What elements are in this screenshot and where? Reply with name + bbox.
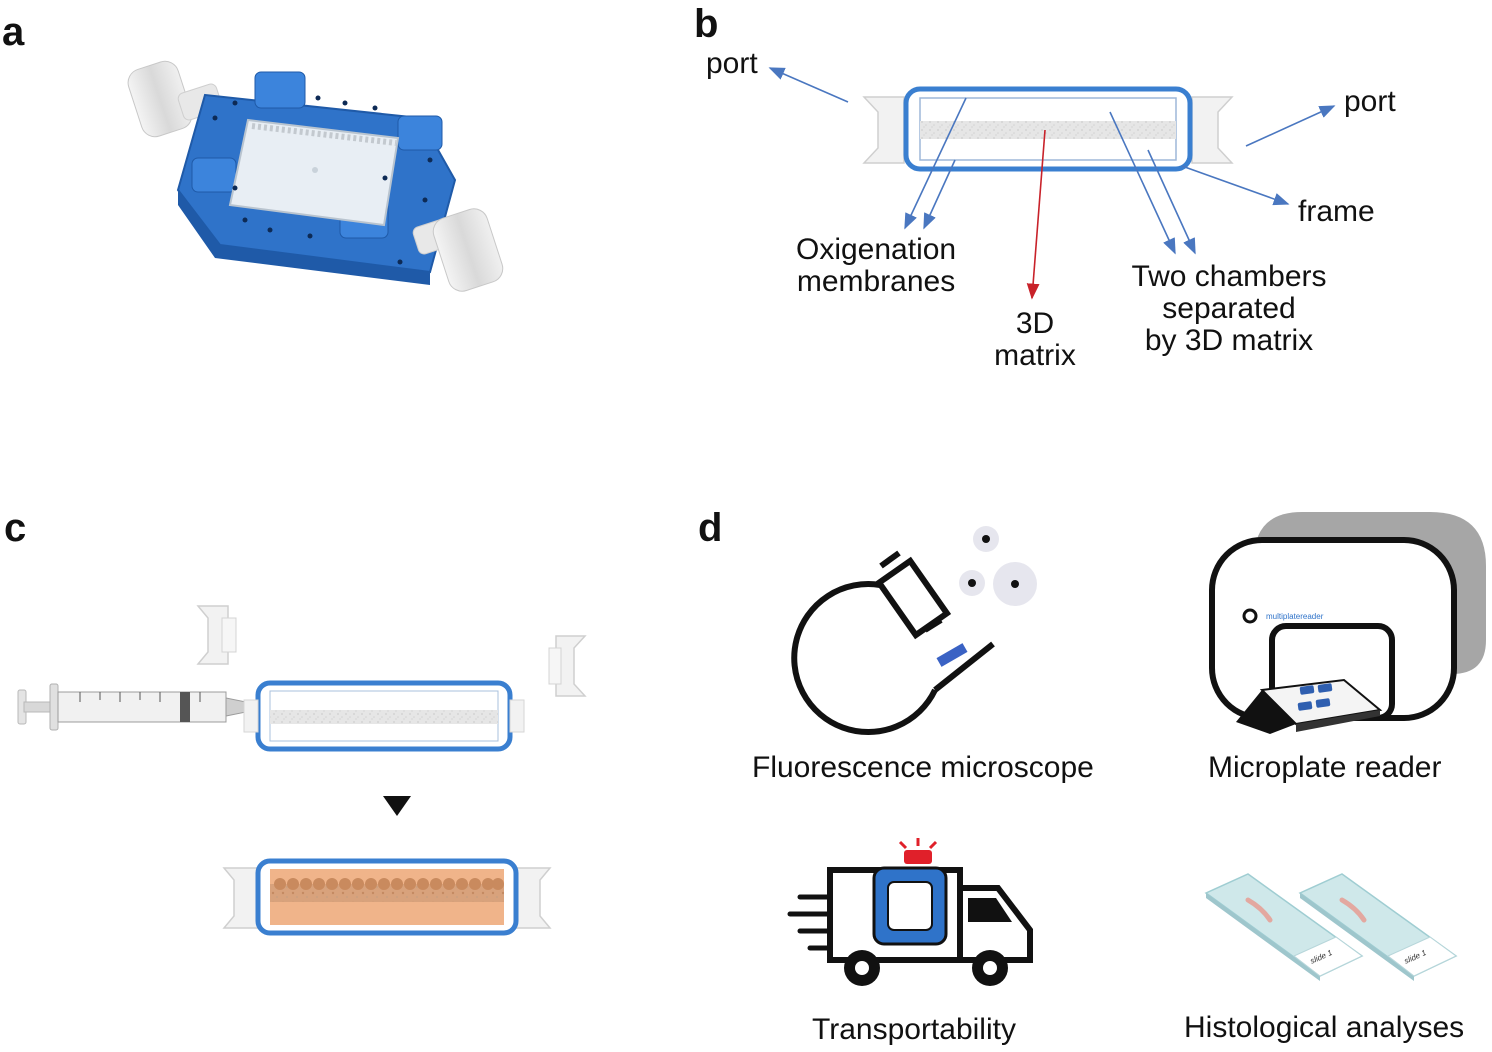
arrow-matrix — [1026, 129, 1046, 300]
arrow-membrane-bottom — [923, 159, 956, 230]
right-port-cap — [412, 208, 504, 292]
label-membranes-line1: Oxigenation — [796, 233, 957, 266]
ambulance-truck-icon — [787, 838, 1033, 986]
clamp — [191, 157, 237, 193]
right-port — [1191, 96, 1234, 164]
arrow-port-right — [1245, 105, 1336, 147]
label-membranes: Oxigenation membranes — [796, 234, 956, 298]
label-chambers-line3: by 3D matrix — [1144, 324, 1314, 357]
arrow-chamber-top — [1109, 111, 1176, 255]
label-matrix: 3D matrix — [990, 308, 1080, 372]
syringe-icon — [17, 683, 262, 731]
microplate-reader-icon: multiplatereader — [1209, 512, 1486, 734]
reader-brand-text: multiplatereader — [1266, 612, 1324, 621]
arrow-chamber-bottom — [1147, 149, 1196, 255]
panel-a-device — [127, 60, 504, 292]
arrow-frame — [1181, 165, 1290, 206]
label-chambers: Two chambers separated by 3D matrix — [1122, 261, 1336, 357]
down-arrow-icon — [383, 796, 411, 816]
panel-c-filling — [17, 605, 587, 936]
label-matrix-line2: matrix — [994, 339, 1076, 372]
panel-b-schematic — [768, 67, 1336, 300]
siren-icon — [898, 838, 938, 864]
label-microplate-reader: Microplate reader — [1208, 751, 1442, 784]
panel-letter-c: c — [4, 506, 27, 550]
label-fluorescence-microscope: Fluorescence microscope — [752, 751, 1094, 784]
label-histological-analyses: Histological analyses — [1184, 1011, 1465, 1044]
label-membranes-line2: membranes — [796, 265, 956, 298]
panel-letter-a: a — [2, 10, 25, 54]
screw-holes — [212, 95, 433, 265]
glass-slides-icon: slide 1 slide 1 — [1204, 873, 1458, 981]
label-matrix-line1: 3D — [1015, 307, 1055, 340]
detached-port-right — [555, 635, 587, 697]
arrow-membrane-top — [904, 97, 967, 230]
left-port — [862, 96, 905, 164]
panel-letter-d: d — [698, 506, 723, 550]
detached-port-left — [196, 605, 229, 665]
clamp — [254, 71, 306, 109]
label-port-right: port — [1344, 85, 1396, 118]
label-chambers-line2: separated — [1162, 292, 1296, 325]
label-transportability: Transportability — [812, 1013, 1016, 1046]
label-frame: frame — [1298, 195, 1375, 228]
panel-letter-b: b — [694, 2, 719, 46]
microscope-icon — [791, 526, 1037, 736]
fluorescent-cells — [959, 526, 1037, 606]
clamp — [397, 115, 443, 151]
matrix-band — [920, 121, 1176, 139]
cell-aggregates — [274, 878, 504, 890]
arrow-port-left — [768, 67, 849, 103]
label-port-left: port — [706, 47, 758, 80]
label-chambers-line1: Two chambers — [1131, 260, 1327, 293]
